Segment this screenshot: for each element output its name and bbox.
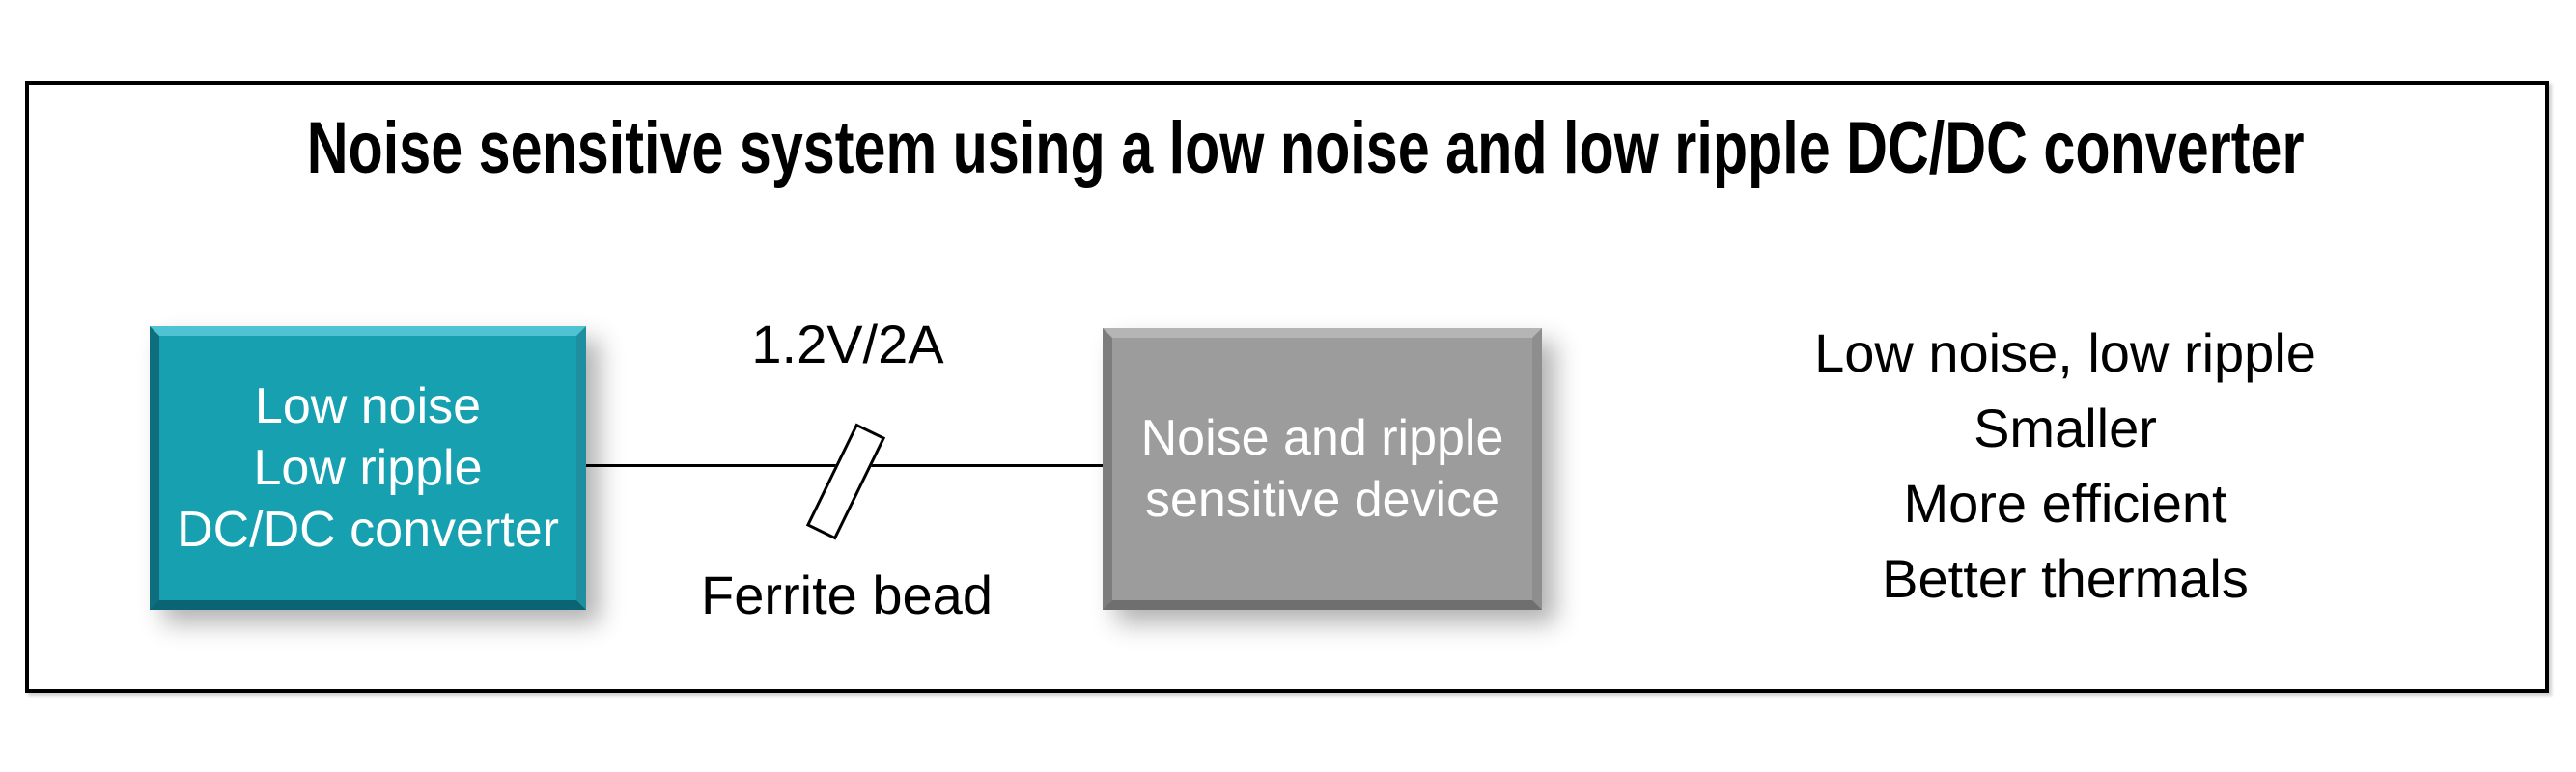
benefit-line-1: Low noise, low ripple <box>1814 322 2316 383</box>
converter-box-line-3: DC/DC converter <box>177 502 559 558</box>
converter-box-line-1: Low noise <box>254 378 482 434</box>
benefit-line-3: More efficient <box>1903 473 2227 534</box>
benefits-text: Low noise, low ripple Smaller More effic… <box>1766 316 2365 617</box>
diagram-title: Noise sensitive system using a low noise… <box>25 112 2549 185</box>
wire-voltage-label: 1.2V/2A <box>751 314 944 374</box>
device-box-line-1: Noise and ripple <box>1140 410 1504 466</box>
converter-box: Low noise Low ripple DC/DC converter <box>150 326 586 610</box>
converter-box-line-2: Low ripple <box>253 440 483 496</box>
device-box: Noise and ripple sensitive device <box>1103 328 1542 610</box>
diagram-frame <box>25 81 2549 693</box>
ferrite-bead-label: Ferrite bead <box>701 565 993 625</box>
benefit-line-4: Better thermals <box>1882 548 2249 609</box>
device-box-line-2: sensitive device <box>1144 472 1500 528</box>
benefit-line-2: Smaller <box>1974 398 2157 458</box>
diagram-title-text: Noise sensitive system using a low noise… <box>306 107 2305 189</box>
